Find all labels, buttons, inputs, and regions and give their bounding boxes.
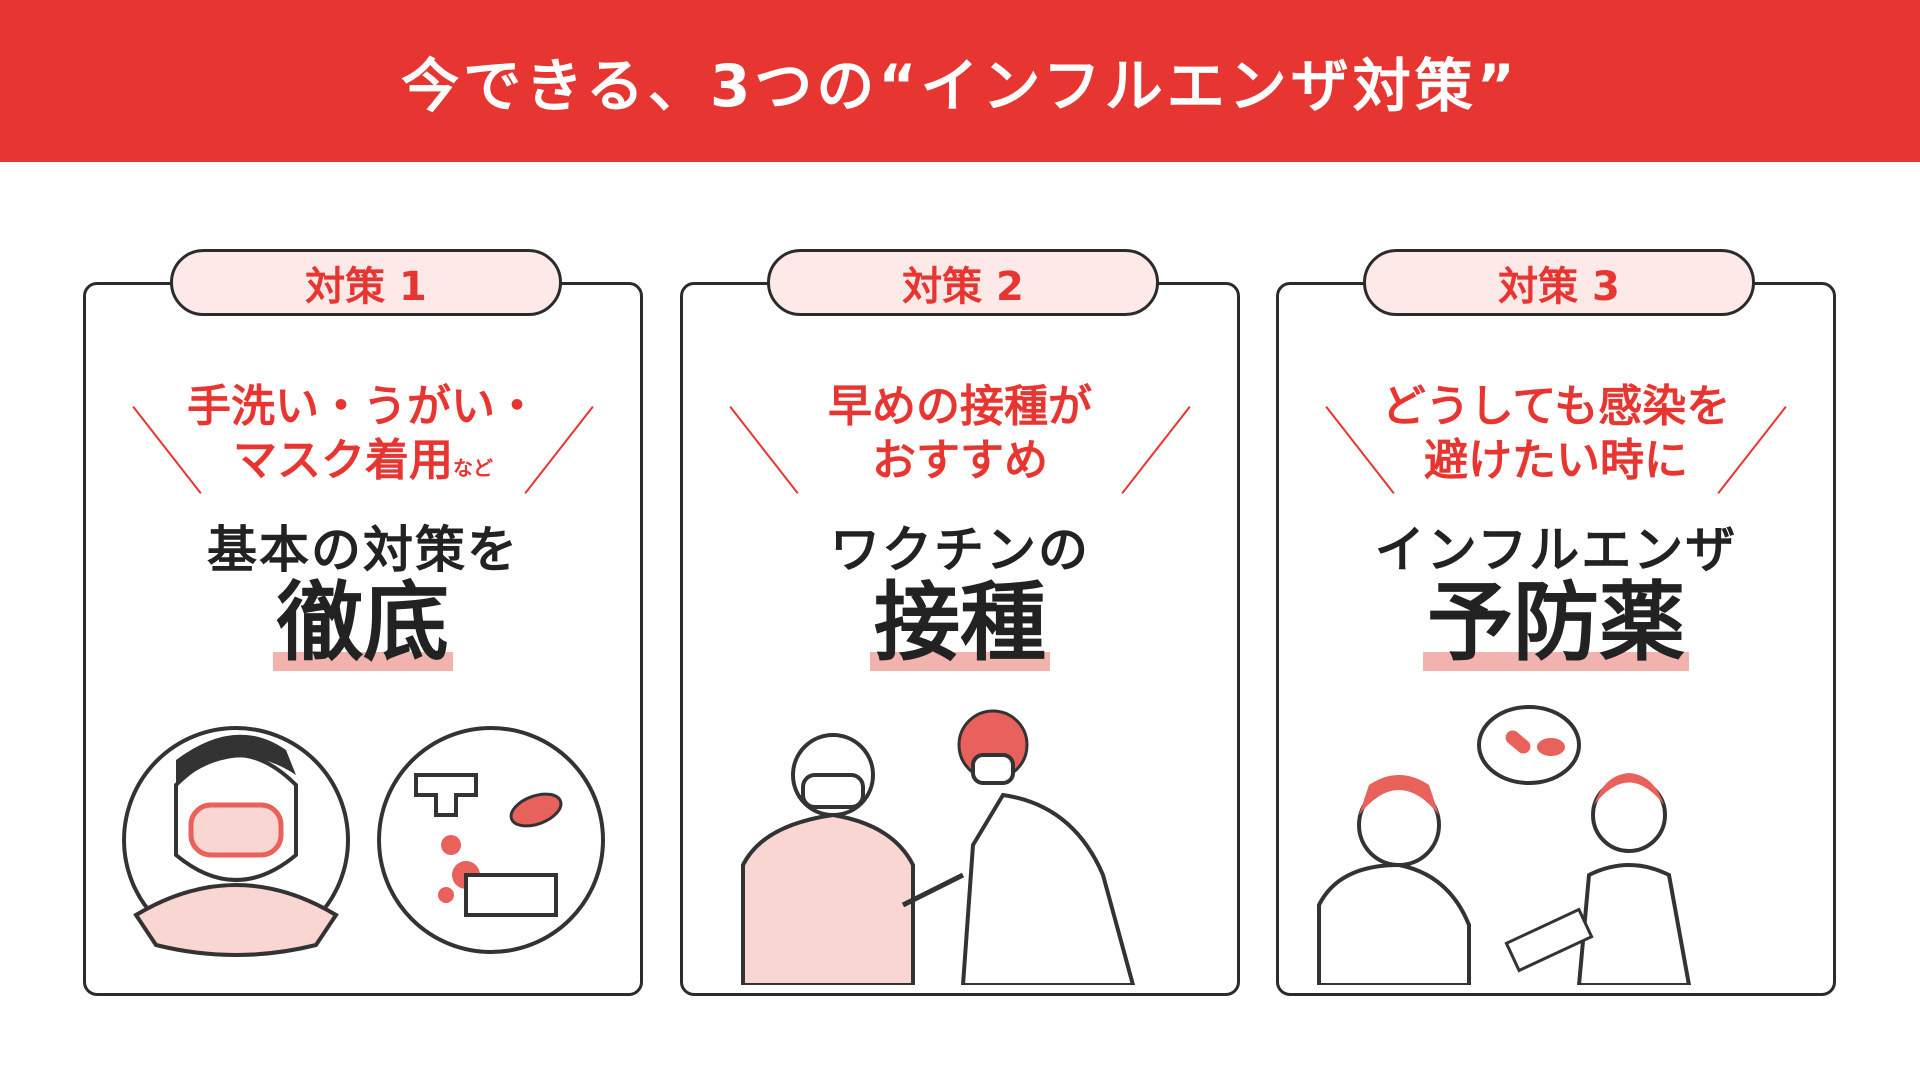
pharmacist-icon [1504,773,1692,985]
card-measure-3: 対策 3 どうしても感染を避けたい時に インフルエンザ 予防薬 [1276,249,1836,996]
vaccination-illustration [741,709,1136,985]
subtitle-line-2: マスク着用 [233,435,453,486]
headline-text: 接種 [870,575,1050,671]
card-subtitle: 手洗い・うがい・マスク着用など [86,380,640,495]
mask-handwash-illustration [122,726,605,957]
headline-text: 予防薬 [1423,575,1689,671]
card-lead: ワクチンの [830,521,1090,579]
masked-person-icon [122,726,350,957]
card-tab: 対策 2 [767,249,1159,316]
patient-icon [1317,775,1471,985]
card-headline: 接種 [683,575,1237,671]
speech-bubble-pills-icon [1477,705,1581,785]
card-measure-1: 対策 1 手洗い・うがい・マスク着用など 基本の対策を 徹底 [83,249,643,996]
card-lead: インフルエンザ [1374,521,1738,579]
card-subtitle: どうしても感染を避けたい時に [1279,380,1833,488]
card-measure-2: 対策 2 早めの接種がおすすめ ワクチンの 接種 [680,249,1240,996]
patient-icon [741,733,915,985]
card-headline: 徹底 [86,575,640,671]
subtitle-line-1: 手洗い・うがい・ [187,381,539,432]
handwashing-icon [377,726,605,954]
header-banner: 今できる、3つの“インフルエンザ対策” [0,0,1920,162]
card-lead: 基本の対策を [207,521,519,579]
subtitle-line-1: どうしても感染を [1381,381,1731,432]
doctor-icon [901,709,1136,985]
subtitle-suffix: など [453,456,493,480]
subtitle-line-2: 避けたい時に [1424,435,1688,486]
subtitle-line-2: おすすめ [872,435,1048,486]
card-tab: 対策 1 [170,249,562,316]
card-subtitle: 早めの接種がおすすめ [683,380,1237,488]
card-headline: 予防薬 [1279,575,1833,671]
card-tab: 対策 3 [1363,249,1755,316]
subtitle-line-1: 早めの接種が [828,381,1092,432]
headline-text: 徹底 [273,575,453,671]
preventive-medicine-illustration [1317,705,1692,985]
page-title: 今できる、3つの“インフルエンザ対策” [401,52,1519,120]
